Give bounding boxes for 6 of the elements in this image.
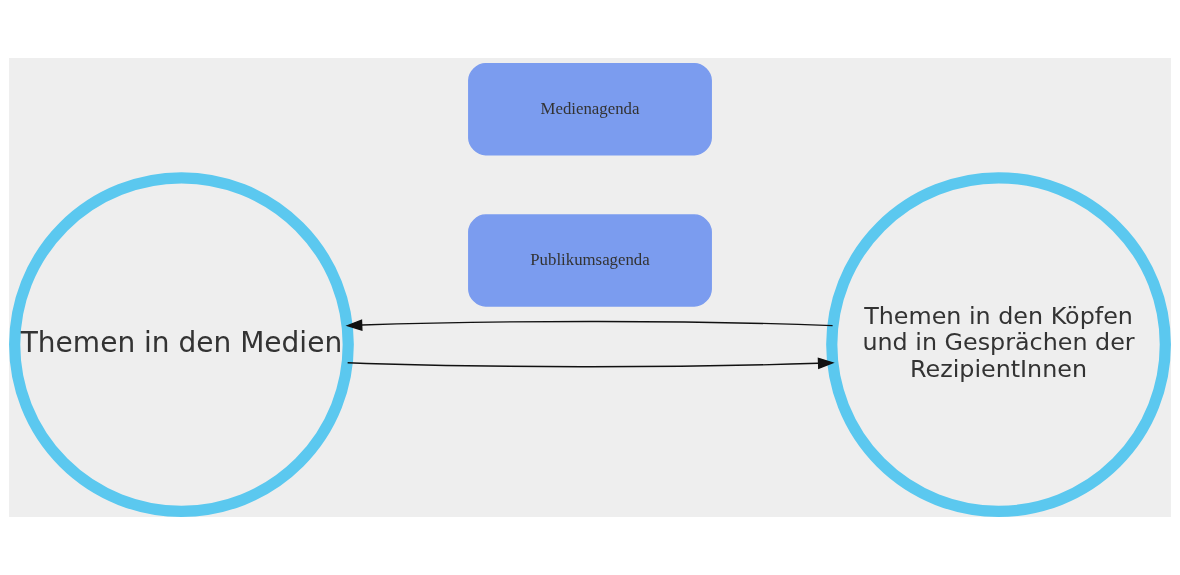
arrow — [345, 319, 834, 331]
arrow — [346, 357, 835, 370]
node-circle: Themen in den Medien — [9, 172, 354, 517]
node-box: Medienagenda — [468, 62, 712, 156]
node-box: Publikumsagenda — [468, 214, 712, 307]
node-circle: Themen in den Köpfen und in Gesprächen der RezipientInnen — [826, 172, 1171, 517]
